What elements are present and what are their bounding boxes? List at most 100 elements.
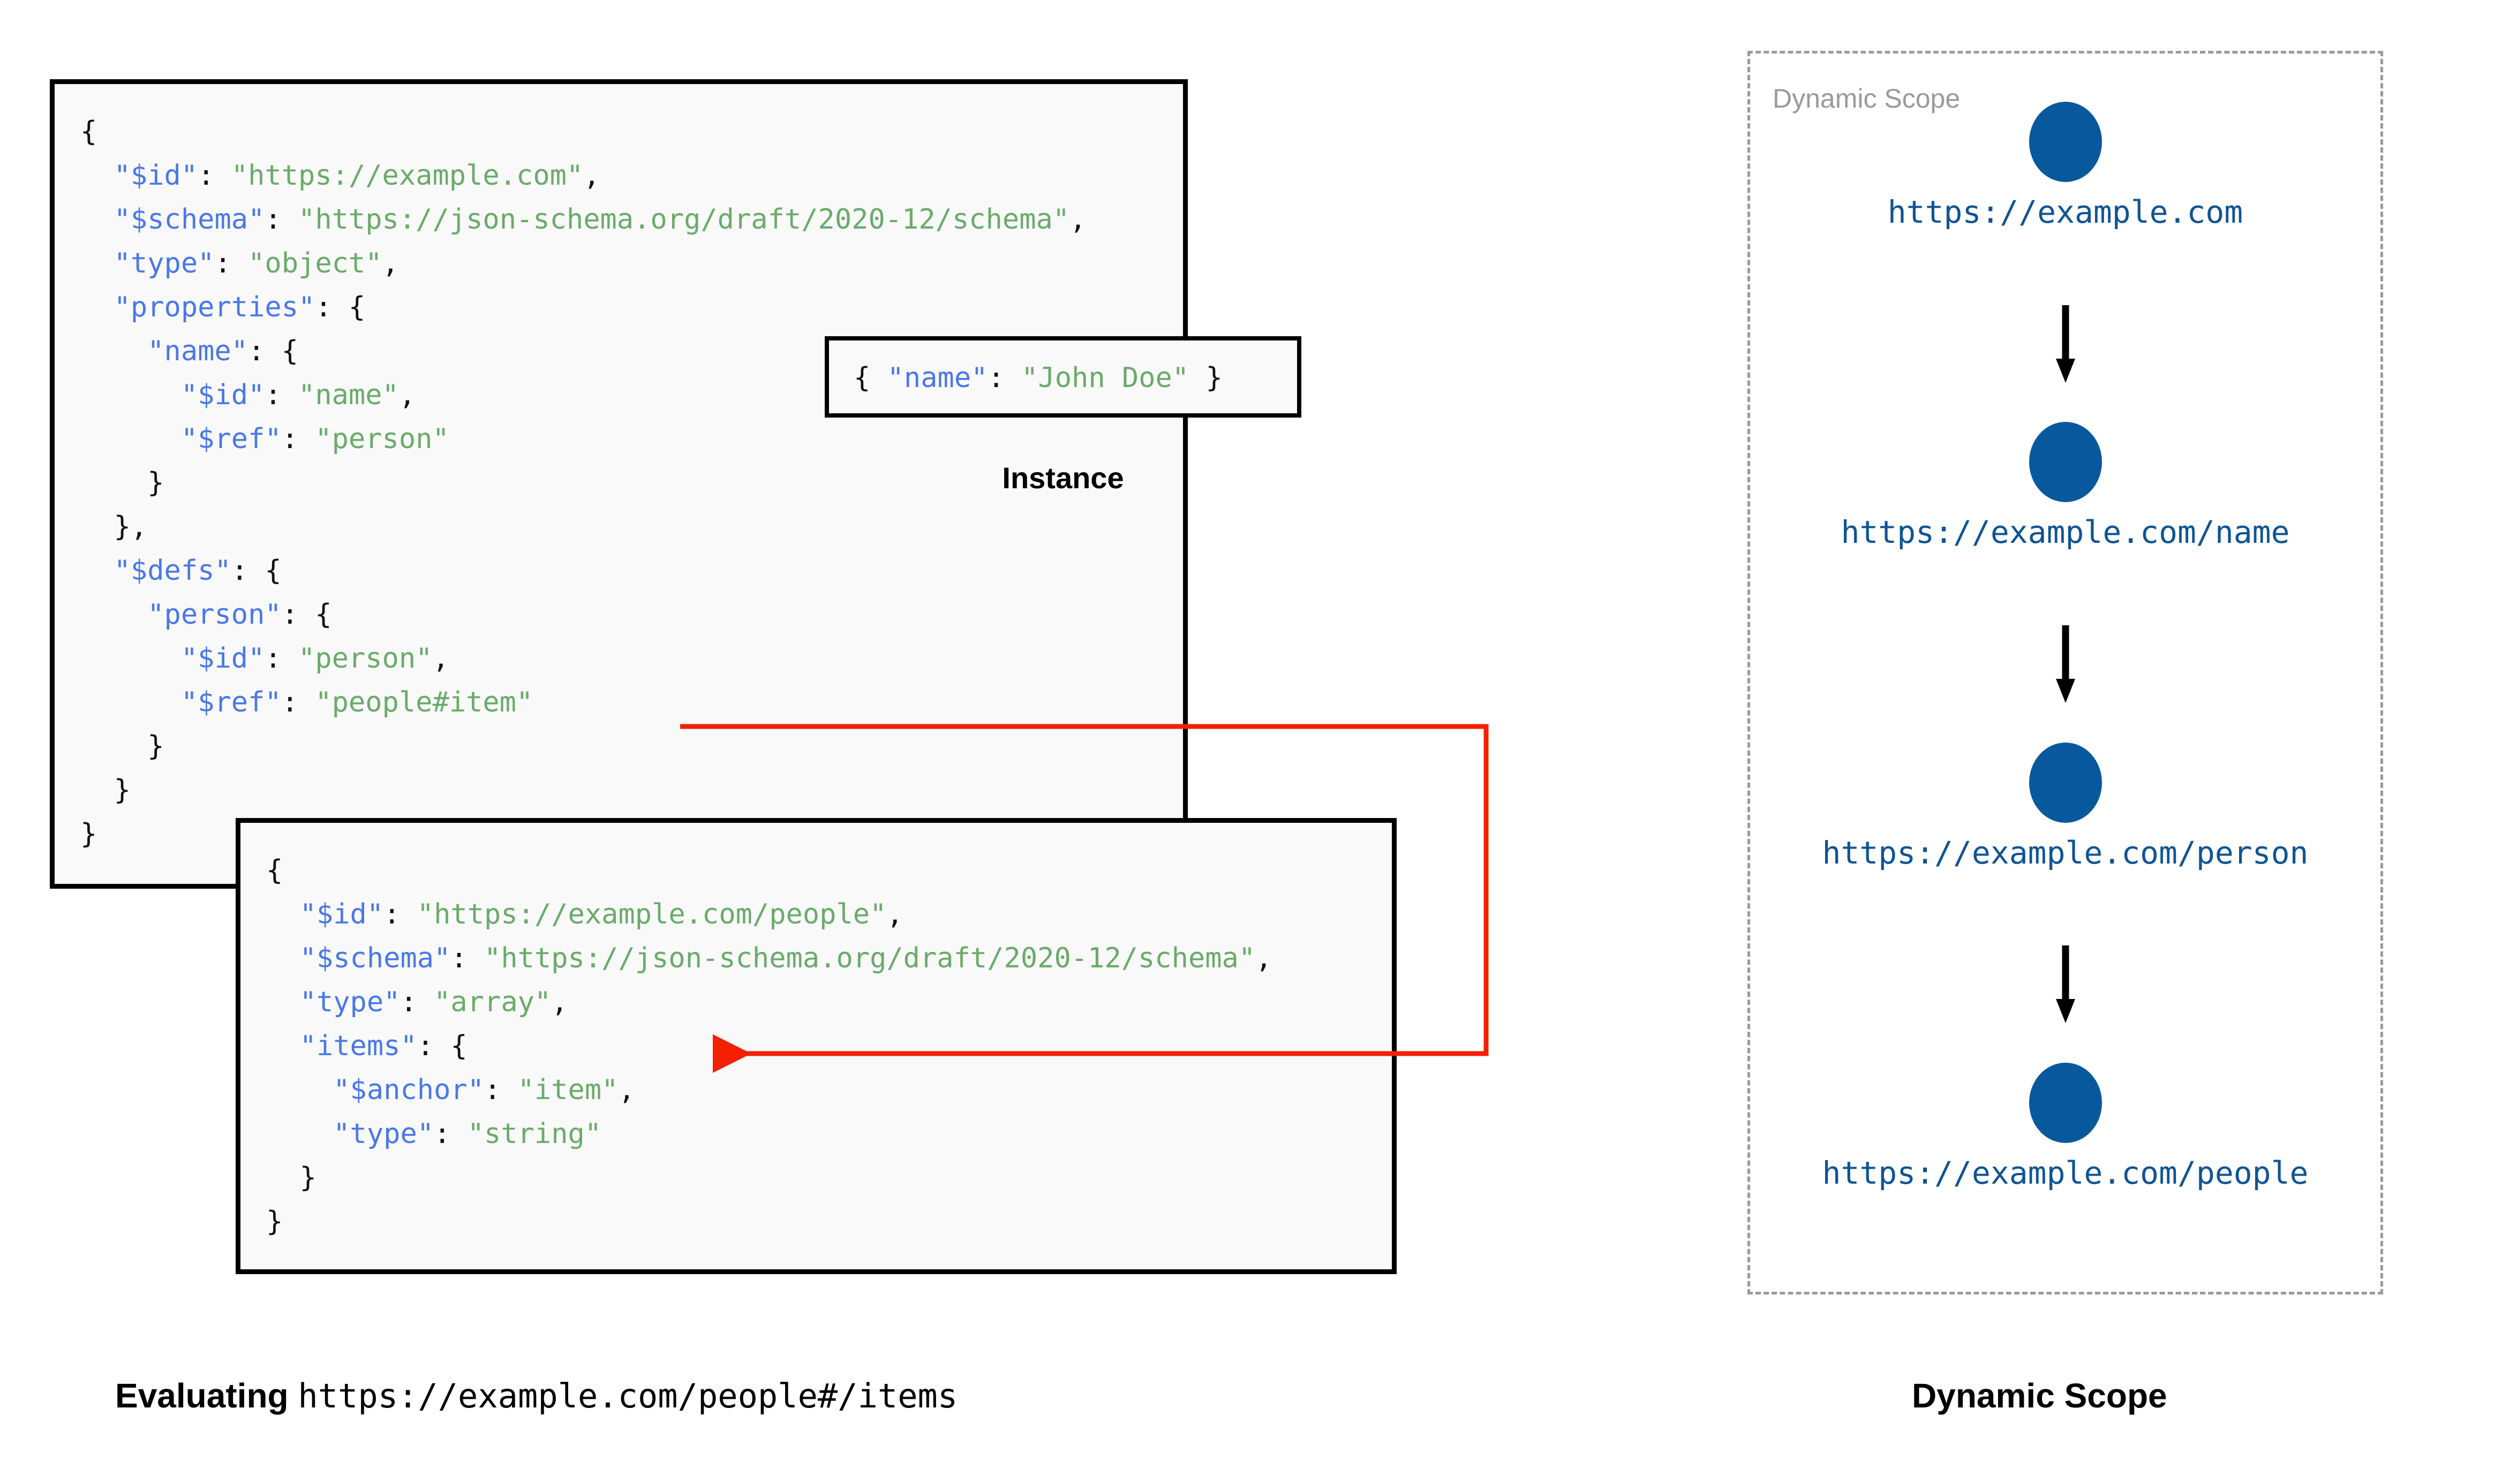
code-line: }, bbox=[80, 505, 1086, 549]
code-token: "$anchor" bbox=[333, 1074, 484, 1106]
code-token: : bbox=[281, 686, 315, 718]
code-token: "people#item" bbox=[315, 686, 533, 718]
code-token bbox=[80, 642, 181, 675]
code-token: "https://json-schema.org/draft/2020-12/s… bbox=[484, 942, 1256, 974]
code-token: "person" bbox=[298, 642, 433, 675]
code-line: "$defs": { bbox=[80, 549, 1086, 593]
code-token: { bbox=[80, 116, 97, 148]
code-line: } bbox=[80, 812, 1086, 856]
code-token: , bbox=[398, 379, 416, 411]
scope-node-label: https://example.com/name bbox=[1841, 514, 2290, 550]
code-token: "type" bbox=[333, 1118, 434, 1150]
code-token: : bbox=[265, 379, 299, 411]
code-line: } bbox=[266, 1200, 1272, 1244]
instance-box: { "name": "John Doe" } bbox=[825, 336, 1301, 418]
code-token: : bbox=[988, 362, 1022, 394]
dynamic-scope-node: https://example.com/person bbox=[1747, 743, 2383, 871]
scope-circle-icon bbox=[2029, 743, 2102, 823]
code-token: } bbox=[80, 730, 164, 762]
code-token: "item" bbox=[517, 1074, 619, 1106]
code-token: "$ref" bbox=[180, 423, 282, 455]
code-line: "$schema": "https://json-schema.org/draf… bbox=[80, 198, 1087, 241]
code-token: "https://example.com" bbox=[231, 160, 584, 192]
code-line: "properties": { bbox=[80, 285, 1086, 329]
scope-circle-icon bbox=[2029, 1063, 2102, 1143]
code-token bbox=[266, 898, 300, 930]
code-token bbox=[80, 335, 147, 367]
code-token: "person" bbox=[315, 423, 449, 455]
scope-circle-icon bbox=[2029, 102, 2102, 182]
code-token: , bbox=[551, 986, 568, 1018]
code-token bbox=[80, 291, 114, 323]
code-token: : bbox=[281, 423, 315, 455]
code-token bbox=[266, 942, 300, 974]
code-token: "$id" bbox=[114, 160, 198, 192]
code-token: "https://json-schema.org/draft/2020-12/s… bbox=[298, 203, 1070, 236]
dynamic-scope-panel bbox=[1747, 51, 2383, 1294]
dynamic-scope-caption: Dynamic Scope bbox=[1912, 1376, 2167, 1415]
scope-node-label: https://example.com bbox=[1887, 194, 2243, 230]
dynamic-scope-node: https://example.com/people bbox=[1747, 1063, 2383, 1191]
code-token: "person" bbox=[147, 599, 282, 631]
code-line: "$ref": "people#item" bbox=[80, 680, 1086, 724]
scope-down-arrow-icon bbox=[1747, 625, 2383, 708]
code-token: { bbox=[854, 362, 887, 394]
scope-node-label: https://example.com/people bbox=[1822, 1155, 2309, 1191]
code-token: , bbox=[583, 160, 600, 192]
people-schema-box: { "$id": "https://example.com/people", "… bbox=[236, 818, 1397, 1274]
code-token: } bbox=[266, 1162, 316, 1194]
code-token: , bbox=[382, 247, 399, 279]
code-token: : bbox=[383, 898, 417, 930]
code-line: { bbox=[80, 110, 1086, 154]
code-token: "array" bbox=[434, 986, 552, 1018]
code-token: }, bbox=[80, 511, 148, 543]
code-token bbox=[266, 1074, 333, 1106]
code-token bbox=[80, 555, 114, 587]
code-token: "$schema" bbox=[114, 203, 265, 236]
code-line: "type": "object", bbox=[80, 241, 1086, 285]
code-line: "$ref": "person" bbox=[80, 417, 1086, 461]
dynamic-scope-title: Dynamic Scope bbox=[1773, 84, 1961, 113]
code-line: "$anchor": "item", bbox=[266, 1068, 1272, 1112]
dynamic-scope-node: https://example.com bbox=[1747, 102, 2383, 230]
scope-down-arrow-icon bbox=[1747, 945, 2383, 1028]
code-token: "properties" bbox=[114, 291, 315, 323]
code-line: } bbox=[266, 1156, 1272, 1200]
code-token bbox=[80, 203, 114, 236]
code-token: } bbox=[266, 1206, 283, 1238]
code-line: "$schema": "https://json-schema.org/draf… bbox=[266, 936, 1272, 980]
code-token: "John Doe" bbox=[1021, 362, 1189, 394]
instance-label: Instance bbox=[1002, 461, 1124, 495]
code-token: "https://example.com/people" bbox=[417, 898, 887, 930]
code-line: { "name": "John Doe" } bbox=[854, 340, 1223, 415]
code-token: "$defs" bbox=[114, 555, 231, 587]
code-line: "$id": "https://example.com/people", bbox=[266, 892, 1272, 936]
code-line: "name": { bbox=[80, 329, 1086, 373]
code-token: , bbox=[1255, 942, 1272, 974]
code-token bbox=[80, 247, 114, 279]
code-token: } bbox=[1189, 362, 1223, 394]
code-token: "object" bbox=[248, 247, 382, 279]
code-token: , bbox=[886, 898, 903, 930]
code-token: : { bbox=[417, 1030, 468, 1062]
code-token: : bbox=[434, 1118, 468, 1150]
code-line: } bbox=[80, 768, 1086, 812]
code-token bbox=[266, 1118, 333, 1150]
code-token: , bbox=[618, 1074, 635, 1106]
code-token: "$ref" bbox=[180, 686, 282, 718]
code-token: : { bbox=[248, 335, 298, 367]
code-token: : bbox=[450, 942, 485, 974]
evaluating-uri: https://example.com/people#/items bbox=[298, 1376, 958, 1415]
code-token: : { bbox=[231, 555, 282, 587]
code-token bbox=[80, 160, 114, 192]
code-token: : bbox=[265, 203, 299, 236]
code-token: "string" bbox=[467, 1118, 602, 1150]
dynamic-scope-node: https://example.com/name bbox=[1747, 422, 2383, 550]
code-line: } bbox=[80, 724, 1086, 768]
scope-node-label: https://example.com/person bbox=[1822, 835, 2309, 871]
code-token: : bbox=[400, 986, 434, 1018]
code-token: : bbox=[198, 160, 231, 192]
evaluating-label: Evaluating bbox=[115, 1376, 289, 1415]
code-line: "type": "array", bbox=[266, 980, 1272, 1024]
code-token: "name" bbox=[147, 335, 248, 367]
